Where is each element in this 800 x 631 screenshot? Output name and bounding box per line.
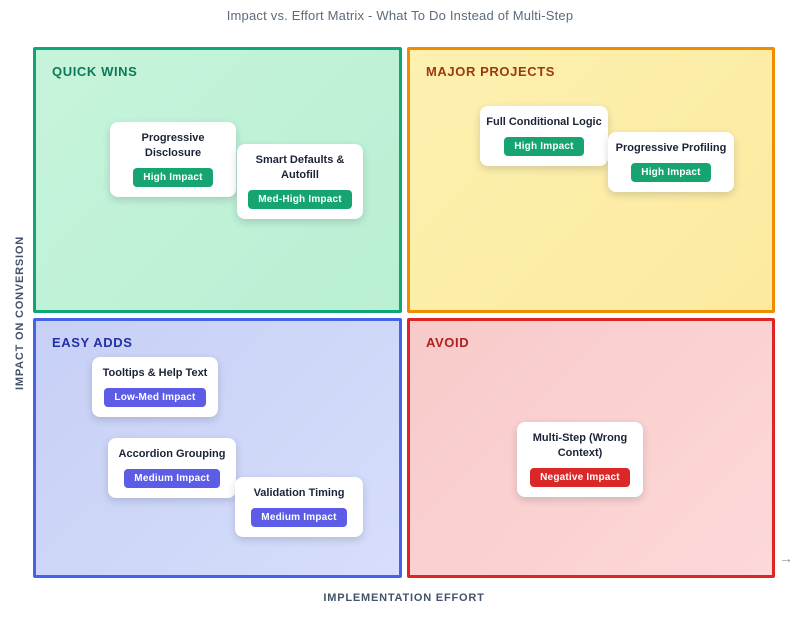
card-title: Validation Timing — [253, 487, 345, 499]
y-axis: IMPACT ON CONVERSION — [6, 47, 34, 578]
card-progressive-disclosure: Progressive Disclosure High Impact — [110, 122, 236, 197]
x-axis-label: IMPLEMENTATION EFFORT — [323, 592, 485, 604]
card-title: Progressive Profiling — [615, 142, 727, 154]
impact-badge: Negative Impact — [530, 467, 630, 487]
quadrant-easy-adds: EASY ADDS Tooltips & Help Text Low-Med I… — [33, 318, 402, 578]
page-title: Impact vs. Effort Matrix - What To Do In… — [226, 8, 574, 23]
impact-badge: Med-High Impact — [248, 189, 352, 209]
impact-badge: Medium Impact — [124, 468, 220, 488]
right-arrow-icon: → — [779, 550, 793, 566]
quadrant-easy-adds-title: EASY ADDS — [52, 335, 133, 350]
impact-badge: Low-Med Impact — [104, 387, 206, 407]
card-title: Progressive Disclosure — [141, 132, 205, 159]
card-title: Smart Defaults & Autofill — [255, 154, 345, 181]
impact-badge: High Impact — [133, 167, 213, 187]
card-title: Accordion Grouping — [118, 448, 226, 460]
quadrant-quick-wins-title: QUICK WINS — [52, 64, 138, 79]
quadrant-quick-wins: QUICK WINS Progressive Disclosure High I… — [33, 47, 402, 313]
card-title: Multi-Step (Wrong Context) — [532, 432, 628, 459]
matrix-grid: QUICK WINS Progressive Disclosure High I… — [33, 47, 775, 578]
y-axis-label: IMPACT ON CONVERSION — [14, 235, 27, 390]
card-title: Full Conditional Logic — [486, 116, 602, 128]
card-progressive-profiling: Progressive Profiling High Impact — [608, 132, 734, 192]
card-smart-defaults-autofill: Smart Defaults & Autofill Med-High Impac… — [237, 144, 363, 219]
quadrant-avoid-title: AVOID — [426, 335, 470, 350]
quadrant-major-projects: MAJOR PROJECTS Full Conditional Logic Hi… — [407, 47, 775, 313]
quadrant-major-projects-title: MAJOR PROJECTS — [426, 64, 556, 79]
impact-badge: Medium Impact — [251, 507, 347, 527]
impact-badge: High Impact — [504, 136, 584, 156]
card-validation-timing: Validation Timing Medium Impact — [235, 477, 363, 537]
impact-badge: High Impact — [631, 162, 711, 182]
card-multi-step-wrong-context: Multi-Step (Wrong Context) Negative Impa… — [517, 422, 643, 497]
quadrant-avoid: AVOID Multi-Step (Wrong Context) Negativ… — [407, 318, 775, 578]
card-accordion-grouping: Accordion Grouping Medium Impact — [108, 438, 236, 498]
card-full-conditional-logic: Full Conditional Logic High Impact — [480, 106, 608, 166]
card-title: Tooltips & Help Text — [102, 367, 208, 379]
card-tooltips-help-text: Tooltips & Help Text Low-Med Impact — [92, 357, 218, 417]
